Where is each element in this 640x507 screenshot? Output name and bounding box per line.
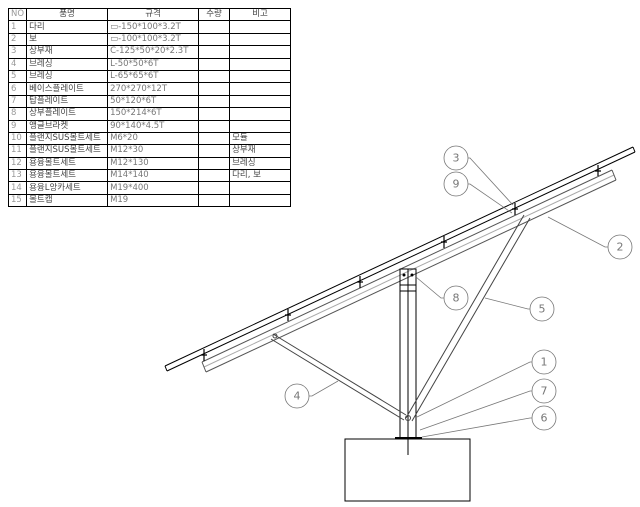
callout-leader: [547, 216, 608, 248]
brace-5: [405, 214, 531, 422]
cell-note: [229, 45, 292, 59]
cell-note: [229, 181, 292, 195]
concrete-foundation: [344, 438, 471, 502]
cell-note: 다리, 보: [229, 169, 292, 183]
callout-label: 8: [453, 292, 460, 305]
callout-label: 7: [541, 385, 548, 398]
cell-no: 3: [7, 45, 28, 59]
cell-spec: M19: [107, 193, 200, 208]
table-header-row: NO 품명 규격 수량 비고: [7, 7, 292, 22]
callout-label: 2: [617, 241, 624, 254]
callout-leader: [484, 297, 530, 310]
cell-no: 10: [7, 131, 28, 146]
cell-name: 용융L앙카세트: [26, 181, 109, 195]
cell-note: [229, 20, 292, 34]
callout-leader: [421, 417, 532, 438]
callout-label: 9: [453, 178, 460, 191]
rail-clips: [201, 165, 601, 361]
callout-label: 3: [453, 152, 460, 165]
cell-note: [229, 32, 292, 47]
callout-leader: [468, 157, 514, 206]
cell-note: 모듈: [229, 131, 292, 146]
callout-leader: [468, 183, 513, 214]
cell-spec: 90*140*4.5T: [107, 119, 200, 133]
beam: [201, 169, 617, 373]
cell-spec: ▭-150*100*3.2T: [107, 20, 200, 34]
cell-no: 13: [7, 169, 28, 183]
callout-leader: [309, 380, 339, 397]
cell-no: 14: [7, 181, 28, 195]
callout-label: 6: [541, 412, 548, 425]
cell-spec: M12*130: [107, 156, 200, 171]
callout-label: 4: [294, 390, 301, 403]
cell-note: [229, 193, 292, 208]
callout-leader: [419, 390, 532, 431]
callout-label: 1: [541, 356, 548, 369]
post: [399, 268, 417, 455]
callout-leader: [415, 276, 444, 299]
cell-no: 11: [7, 144, 28, 158]
callout-label: 5: [539, 303, 546, 316]
cell-no: 1: [7, 20, 28, 34]
cell-name: 다리: [26, 20, 109, 34]
module-rail: [164, 146, 636, 372]
brace-4: [270, 333, 411, 421]
cell-spec: C-125*50*20*2.3T: [107, 45, 200, 59]
cell-no: 2: [7, 32, 28, 47]
callout-leader: [416, 361, 532, 418]
cell-spec: M6*20: [107, 131, 200, 146]
cell-no: 9: [7, 119, 28, 133]
cell-no: 15: [7, 193, 28, 208]
cell-note: 상부재: [229, 144, 292, 158]
cell-no: 12: [7, 156, 28, 171]
cell-note: 브레싱: [229, 156, 292, 171]
cell-no: 5: [7, 69, 28, 84]
cell-note: [229, 119, 292, 133]
callouts: 1 2 3 4 5 6 7 8 9: [284, 145, 633, 438]
